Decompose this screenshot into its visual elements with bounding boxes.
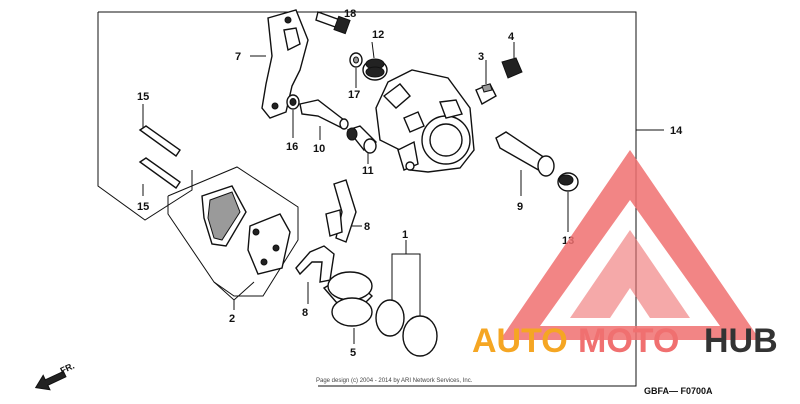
callout-11: 11: [362, 165, 374, 177]
watermark-text-auto: AUTO: [472, 322, 568, 360]
direction-arrow-icon: [34, 370, 67, 391]
callout-8-bottom: 8: [302, 307, 308, 319]
pin-bolt-part-10: [299, 99, 349, 140]
callout-7: 7: [235, 51, 241, 63]
callout-2: 2: [229, 313, 235, 325]
callout-15-bottom: 15: [137, 201, 149, 213]
boot-part-12: [362, 41, 388, 81]
bracket-part-7: [250, 9, 309, 119]
callout-3: 3: [478, 51, 484, 63]
direction-label: FR.: [59, 361, 76, 376]
callout-1: 1: [402, 229, 408, 241]
callout-14: 14: [670, 125, 683, 137]
callout-17: 17: [348, 89, 360, 101]
callout-12: 12: [372, 29, 384, 41]
bolt-part-18: [315, 11, 351, 35]
brake-pad-part-2: [201, 185, 291, 275]
callout-18: 18: [344, 8, 356, 20]
spring-plate-part-8-upper: [325, 179, 362, 243]
pad-box-outline: [167, 166, 299, 297]
piston-part-5: [322, 271, 374, 344]
pin-part-9: [495, 131, 555, 196]
sleeve-part-11: [346, 125, 378, 164]
washer-part-16: [286, 94, 300, 138]
assembly-outline: [97, 12, 193, 221]
callout-10: 10: [313, 143, 325, 155]
diagram-code: GBFA— F0700A: [644, 386, 713, 396]
watermark-text-moto: MOTO: [578, 322, 679, 360]
callout-15-top: 15: [137, 91, 149, 103]
watermark-triangle-icon: [500, 150, 760, 340]
callout-5: 5: [350, 347, 356, 359]
spring-plate-part-8-lower: [295, 245, 335, 304]
callout-4: 4: [508, 31, 515, 43]
leader-2: [213, 281, 255, 301]
pin-part-15-upper: [138, 104, 181, 157]
watermark-text-hub: HUB: [704, 322, 778, 360]
copyright-text: Page design (c) 2004 - 2014 by ARI Netwo…: [316, 378, 473, 384]
seal-part-1: [375, 240, 438, 357]
boot-part-13: [557, 172, 579, 232]
cap-part-4: [501, 42, 523, 79]
pin-part-15-lower: [138, 157, 181, 196]
watermark-logo: [500, 150, 760, 340]
callout-9: 9: [517, 201, 523, 213]
washer-part-17: [349, 52, 363, 88]
caliper-body: [375, 69, 475, 173]
bleeder-part-3: [475, 60, 497, 105]
callout-8-top: 8: [364, 221, 370, 233]
callout-16: 16: [286, 141, 298, 153]
